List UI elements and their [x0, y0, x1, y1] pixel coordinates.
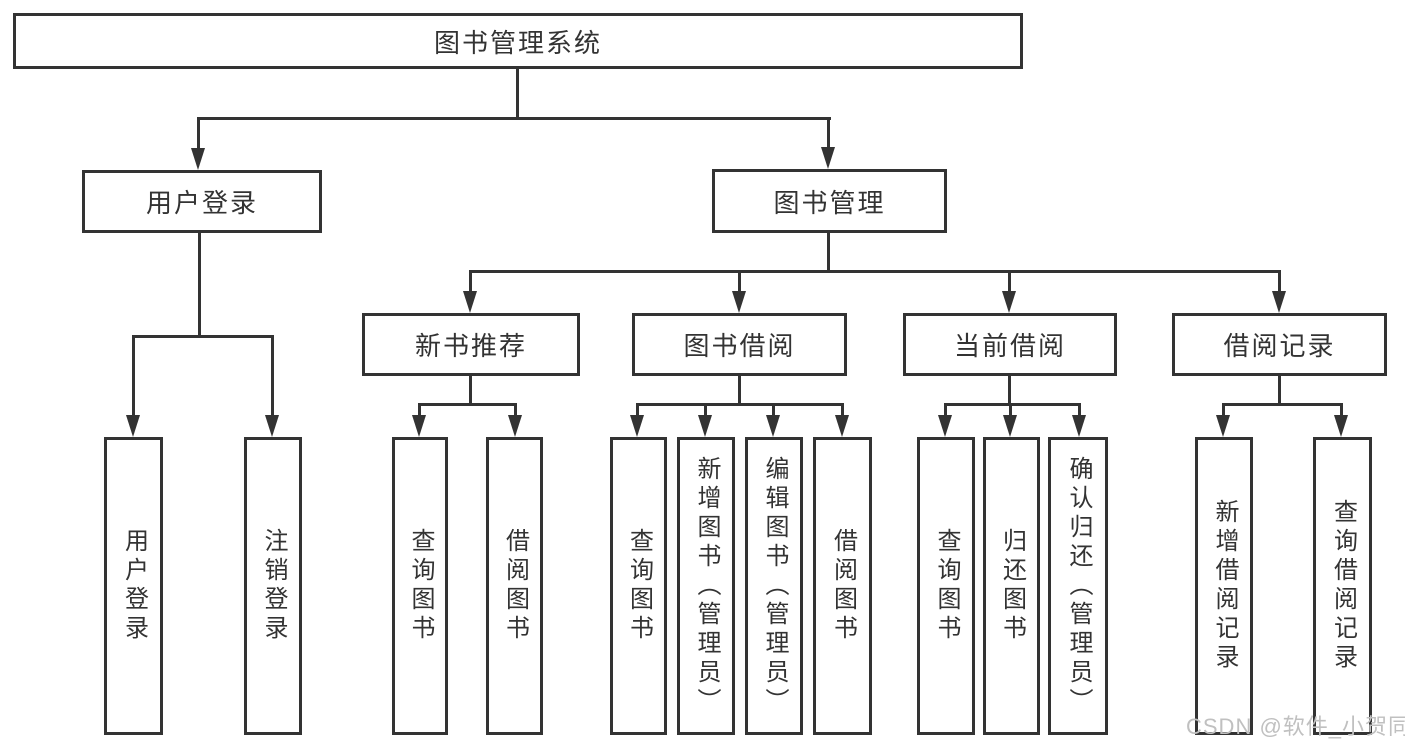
connector-line: [738, 376, 741, 403]
connector-line: [271, 335, 274, 417]
connector-line: [1222, 403, 1343, 406]
csdn-watermark: CSDN @软件_小贺同学: [1186, 714, 1405, 739]
connector-arrowhead: [463, 291, 477, 313]
connector-arrowhead: [412, 415, 426, 437]
node-label: 图书管理系统: [433, 27, 602, 58]
node-new-book-recommendation: 新书推荐: [362, 313, 580, 376]
leaf-return-books: 归还图书: [983, 437, 1040, 735]
node-label: 借阅记录: [1223, 331, 1336, 361]
connector-arrowhead: [938, 415, 952, 437]
connector-line: [469, 270, 472, 293]
connector-line: [132, 335, 274, 338]
connector-arrowhead: [1003, 415, 1017, 437]
connector-arrowhead: [698, 415, 712, 437]
connector-line: [1278, 376, 1281, 403]
connector-arrowhead: [1272, 291, 1286, 313]
connector-line: [418, 403, 517, 406]
connector-line: [514, 403, 517, 419]
node-label: 借阅图书: [829, 528, 857, 644]
connector-line: [418, 403, 421, 419]
connector-arrowhead: [766, 415, 780, 437]
node-user-login: 用户登录: [82, 170, 322, 233]
connector-line: [841, 403, 844, 419]
node-label: 用户登录: [145, 188, 258, 218]
connector-line: [1078, 403, 1081, 419]
node-label: 新增图书（管理员）: [693, 455, 720, 717]
connector-arrowhead: [1002, 291, 1016, 313]
leaf-query-books-3: 查询图书: [917, 437, 975, 735]
connector-line: [827, 117, 830, 149]
node-label: 查询借阅记录: [1329, 499, 1357, 673]
connector-line: [132, 335, 135, 417]
leaf-query-books-2: 查询图书: [610, 437, 667, 735]
leaf-add-books-admin: 新增图书（管理员）: [677, 437, 735, 735]
connector-line: [704, 403, 707, 419]
node-label: 查询图书: [933, 528, 960, 644]
connector-line: [1278, 270, 1281, 293]
connector-arrowhead: [732, 291, 746, 313]
connector-arrowhead: [821, 147, 835, 169]
node-label: 图书管理: [773, 187, 886, 218]
connector-arrowhead: [508, 415, 522, 437]
connector-line: [469, 270, 1281, 273]
leaf-query-borrow-record: 查询借阅记录: [1313, 437, 1372, 735]
connector-line: [197, 117, 831, 120]
connector-line: [1009, 403, 1012, 419]
connector-arrowhead: [126, 415, 140, 437]
connector-line: [1222, 403, 1225, 419]
node-library-management-system: 图书管理系统: [13, 13, 1023, 69]
connector-arrowhead: [265, 415, 279, 437]
connector-line: [516, 69, 519, 117]
connector-line: [944, 403, 1081, 406]
node-label: 归还图书: [998, 528, 1026, 644]
connector-line: [772, 403, 775, 419]
node-label: 用户登录: [120, 528, 148, 644]
node-label: 新书推荐: [414, 331, 527, 361]
connector-line: [636, 403, 639, 419]
leaf-query-books-1: 查询图书: [392, 437, 448, 735]
connector-line: [738, 270, 741, 293]
leaf-edit-books-admin: 编辑图书（管理员）: [745, 437, 803, 735]
connector-line: [1008, 376, 1011, 403]
connector-line: [944, 403, 947, 419]
node-label: 当前借阅: [953, 331, 1066, 361]
node-label: 查询图书: [407, 528, 434, 644]
connector-arrowhead: [1334, 415, 1348, 437]
connector-line: [636, 403, 844, 406]
node-current-borrowing: 当前借阅: [903, 313, 1117, 376]
connector-arrowhead: [630, 415, 644, 437]
connector-line: [1340, 403, 1343, 419]
node-label: 图书借阅: [683, 331, 796, 361]
connector-line: [197, 117, 200, 150]
connector-arrowhead: [191, 148, 205, 170]
connector-line: [1008, 270, 1011, 293]
node-borrowing-records: 借阅记录: [1172, 313, 1387, 376]
node-label: 编辑图书（管理员）: [761, 455, 788, 717]
node-book-management: 图书管理: [712, 169, 947, 233]
node-book-borrowing: 图书借阅: [632, 313, 847, 376]
node-label: 注销登录: [260, 528, 287, 644]
connector-line: [469, 376, 472, 403]
leaf-add-borrow-record: 新增借阅记录: [1195, 437, 1253, 735]
node-label: 查询图书: [625, 528, 653, 644]
leaf-user-login: 用户登录: [104, 437, 163, 735]
leaf-logout: 注销登录: [244, 437, 302, 735]
leaf-confirm-return-admin: 确认归还（管理员）: [1048, 437, 1108, 735]
leaf-borrow-books-2: 借阅图书: [813, 437, 872, 735]
node-label: 新增借阅记录: [1211, 499, 1238, 673]
connector-arrowhead: [1072, 415, 1086, 437]
node-label: 借阅图书: [501, 528, 529, 644]
node-label: 确认归还（管理员）: [1065, 455, 1092, 717]
connector-line: [198, 233, 201, 335]
connector-arrowhead: [1216, 415, 1230, 437]
connector-arrowhead: [835, 415, 849, 437]
leaf-borrow-books-1: 借阅图书: [486, 437, 543, 735]
connector-line: [827, 233, 830, 270]
